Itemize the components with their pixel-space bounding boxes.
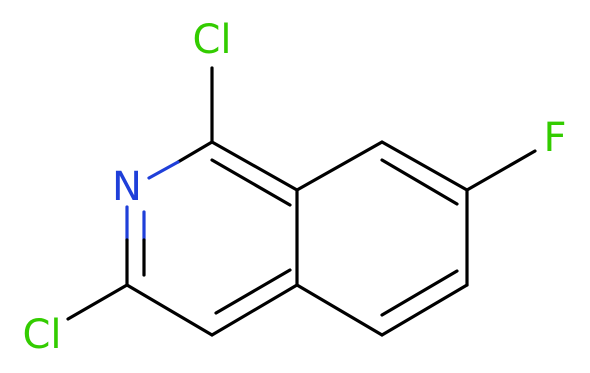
bond-c5-c4a [295,283,384,337]
bond-c6-c5-inner [380,269,459,317]
bond-c1-c8a [210,140,299,192]
bond-c8a-c8 [295,140,384,192]
atom-chlorine-1: Cl [192,17,231,63]
atom-nitrogen: N [112,164,142,210]
bond-c1-n-blue [147,160,180,180]
nitrogen-bond-group [125,140,214,287]
bond-c3-cl3 [66,283,129,321]
atom-chlorine-3: Cl [22,312,61,358]
bond-c4-c3 [125,283,214,337]
bond-c6-c5 [380,283,469,337]
bond-c7-f [465,149,537,192]
bond-group [66,66,537,337]
bond-c8-c7 [380,140,469,192]
bond-c1-c8a-inner [210,158,292,207]
atom-fluorine: F [543,115,566,161]
bond-c4a-c4-inner [214,268,292,315]
bond-c1-n-black [176,140,214,164]
bond-c8-c7-inner [380,158,459,206]
bond-c4a-c4 [210,283,299,337]
